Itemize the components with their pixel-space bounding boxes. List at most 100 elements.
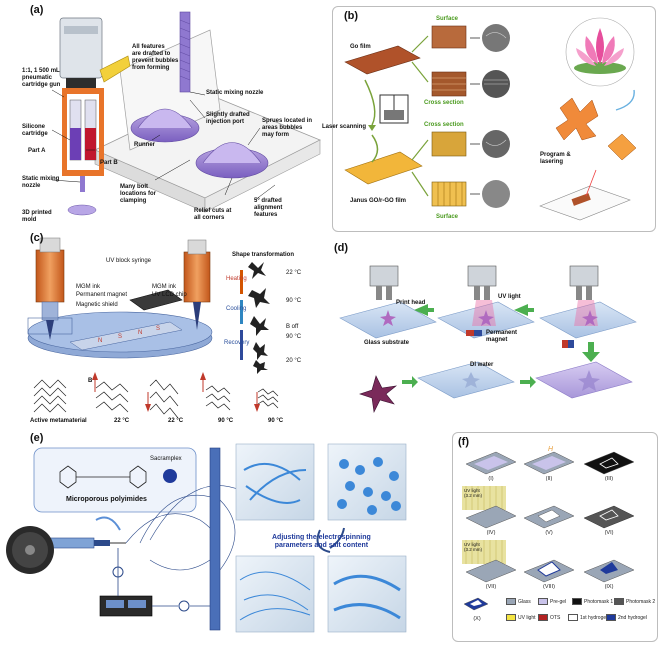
label-surface-bottom: Surface (436, 214, 459, 220)
legend-label: Photomask 2 (626, 598, 656, 605)
legend-item-ots: OTS (538, 614, 560, 621)
label-bottom-t2: 22 °C (168, 418, 184, 424)
step-label-3: (III) (604, 476, 614, 482)
legend-item-photomask2: Photomask 2 (614, 598, 655, 605)
label-b-off: B off (286, 324, 299, 330)
panel-b-frame (332, 6, 656, 232)
label-janus-film: Janus GO/r-GO film (350, 198, 407, 204)
step-label-9: (IX) (604, 584, 614, 590)
legend-item-hydrogel2: 2nd hydrogel (606, 614, 647, 621)
label-cross-section-top: Cross section (424, 100, 464, 106)
panel-c-art: N S N S (27, 237, 279, 419)
panel-b-art (344, 17, 637, 221)
label-printed-mold: 3D printed mold (22, 210, 52, 223)
label-glass-substrate: Glass substrate (364, 340, 410, 346)
label-go-film: Go film (350, 44, 371, 50)
legend-swatch (614, 598, 624, 605)
legend-swatch (538, 614, 548, 621)
label-injection-port: Slightly drafted injection port (206, 112, 250, 125)
svg-text:S: S (156, 326, 160, 332)
label-cooling: Cooling (226, 306, 247, 312)
panel-f-art (462, 451, 635, 611)
label-laser-scanning: Laser scanning (322, 124, 367, 130)
panel-d-tag: (d) (334, 242, 349, 254)
label-static-nozzle-left: Static mixing nozzle (22, 176, 60, 189)
legend-swatch (606, 614, 616, 621)
step-label-5: (V) (545, 530, 553, 536)
step-label-7: (VII) (485, 584, 497, 590)
label-part-a: Part A (28, 148, 46, 154)
label-uv-lcd-chip: UV LCD chip (152, 292, 187, 298)
svg-text:N: N (98, 338, 102, 344)
legend-swatch (538, 598, 548, 605)
label-shape-t3: 90 °C (286, 334, 302, 340)
label-b-field: B (88, 378, 93, 384)
legend-item-photomask1: Photomask 1 (572, 598, 613, 605)
legend-swatch (568, 614, 578, 621)
panel-a-art (51, 11, 321, 216)
label-relief-cuts: Relief cuts at all corners (194, 208, 232, 221)
label-h: H (548, 446, 554, 453)
label-cartridge-gun: 1:1, 1 500 mL pneumatic cartridge gun (22, 68, 61, 88)
panel-a-tag: (a) (30, 4, 44, 16)
panel-f-frame (452, 432, 658, 642)
panel-f-tag: (f) (458, 436, 469, 448)
panel-b-tag: (b) (344, 10, 359, 22)
label-shape-t1: 22 °C (286, 270, 302, 276)
panel-e-tag: (e) (30, 432, 44, 444)
label-silicone-cartridge: Silicone cartridge (22, 124, 48, 137)
step-label-1: (I) (488, 476, 494, 482)
legend-label: UV light (518, 614, 536, 621)
label-features-drafted: All features are drafted to prevent bubb… (132, 44, 179, 71)
label-shape-t2: 90 °C (286, 298, 302, 304)
label-static-nozzle-top: Static mixing nozzle (206, 90, 264, 96)
label-sacramplex: Sacramplex (150, 456, 182, 462)
svg-text:N: N (138, 330, 142, 336)
label-cross-section-bottom: Cross section (424, 122, 464, 128)
legend-label: Glass (518, 598, 531, 605)
label-permanent-magnet-d: Permanent magnet (486, 330, 518, 343)
label-surface-top: Surface (436, 16, 459, 22)
step-label-6: (VI) (604, 530, 614, 536)
label-mgm-ink-right: MGM ink (152, 284, 176, 290)
panel-c-tag: (c) (30, 232, 44, 244)
label-permanent-magnet: Permanent magnet (76, 292, 128, 298)
panel-e-art (6, 443, 407, 633)
legend-label: Photomask 1 (584, 598, 614, 605)
label-recovery: Recovery (224, 340, 250, 346)
legend-item-uv: UV light (506, 614, 536, 621)
panel-d-art (339, 265, 637, 413)
step-label-2: (II) (545, 476, 553, 482)
label-uv-light: UV light (498, 294, 521, 300)
legend-item-glass: Glass (506, 598, 531, 605)
legend-swatch (506, 598, 516, 605)
label-bolt-locations: Many bolt locations for clamping (120, 184, 157, 204)
label-runner: Runner (134, 142, 155, 148)
label-di-water: DI water (470, 362, 494, 368)
label-uv-syringe: UV block syringe (106, 258, 152, 264)
legend-swatch (572, 598, 582, 605)
legend-swatch (506, 614, 516, 621)
label-mgm-ink-left: MGM ink (76, 284, 100, 290)
label-microporous: Microporous polyimides (66, 496, 147, 503)
label-shape-t4: 20 °C (286, 358, 302, 364)
label-uv-tag-1: UV light (3.2 mm) (464, 488, 482, 498)
label-bottom-t1: 22 °C (114, 418, 130, 424)
label-program-lasering: Program & lasering (540, 152, 571, 165)
label-bottom-t3: 90 °C (218, 418, 234, 424)
legend-item-pregel: Pre-gel (538, 598, 566, 605)
label-uv-tag-2: UV light (3.2 mm) (464, 542, 482, 552)
label-sprues: Sprues located in areas bubbles may form (262, 118, 313, 138)
legend-label: OTS (550, 614, 561, 621)
label-magnetic-shield: Magnetic shield (76, 302, 118, 308)
svg-text:S: S (118, 334, 122, 340)
label-print-head: Print head (396, 300, 426, 306)
label-bottom-t4: 90 °C (268, 418, 284, 424)
label-adjusting: Adjusting the electrospinning parameters… (272, 534, 371, 549)
legend-label: Pre-gel (550, 598, 567, 605)
step-label-8: (VIII) (543, 584, 555, 590)
label-shape-transformation: Shape transformation (232, 252, 295, 258)
label-part-b: Part B (100, 160, 118, 166)
legend-item-hydrogel1: 1st hydrogel (568, 614, 607, 621)
